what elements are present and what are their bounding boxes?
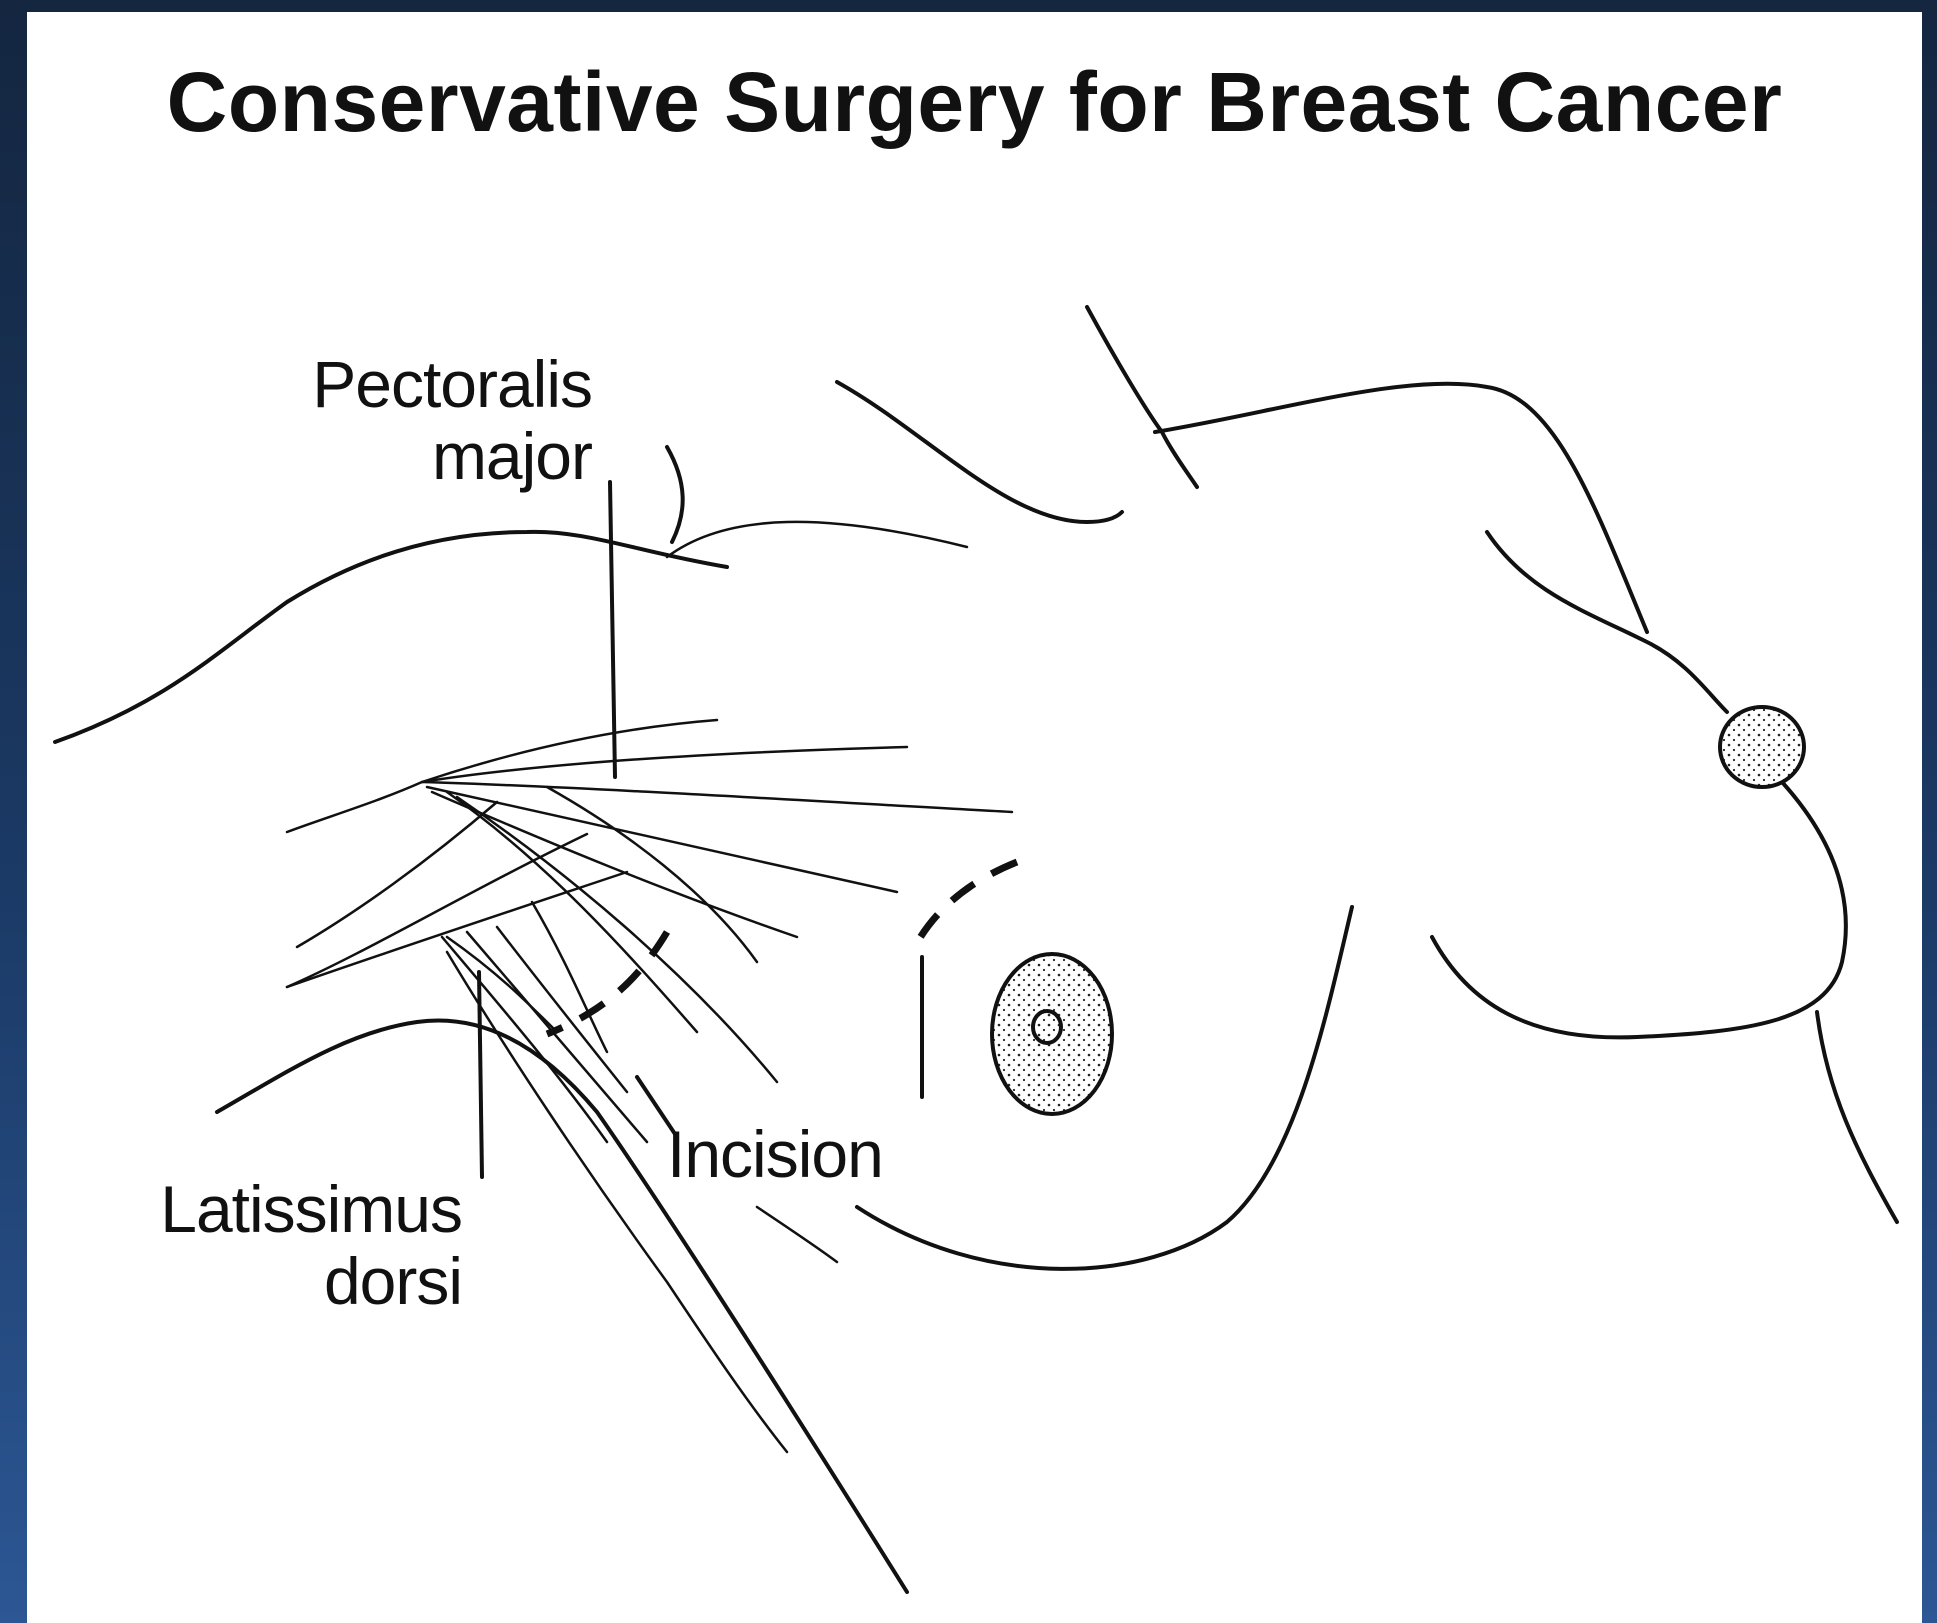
left-areola <box>992 954 1112 1114</box>
shoulder-contour <box>837 382 1122 522</box>
skin-fold <box>757 1207 837 1262</box>
right-breast-lower <box>1432 782 1846 1037</box>
incision-label: Incision <box>667 1117 883 1191</box>
right-nipple <box>1720 707 1804 787</box>
major-label: major <box>432 419 592 493</box>
torso-right-side <box>1817 1012 1897 1222</box>
diagram-panel: Conservative Surgery for Breast Cancer <box>27 12 1922 1623</box>
dorsi-label: dorsi <box>324 1244 462 1318</box>
pectoralis-label: Pectoralis <box>312 347 592 421</box>
right-breast-upper <box>1487 532 1727 712</box>
arm-crease <box>667 522 967 557</box>
latissimus-leader-line <box>479 972 482 1177</box>
arm-upper-contour <box>55 532 727 742</box>
axilla-contour <box>217 1020 907 1592</box>
breast-surgery-illustration: Pectoralis major Latissimus dorsi Incisi… <box>27 12 1922 1623</box>
back-contour <box>447 952 787 1452</box>
clavicle-contour <box>1155 384 1647 632</box>
left-breast-contour <box>857 907 1352 1269</box>
neck-line <box>1087 307 1197 487</box>
latissimus-label: Latissimus <box>160 1172 462 1246</box>
incision-dashed-line <box>912 862 1017 952</box>
elbow-fold <box>667 447 683 542</box>
